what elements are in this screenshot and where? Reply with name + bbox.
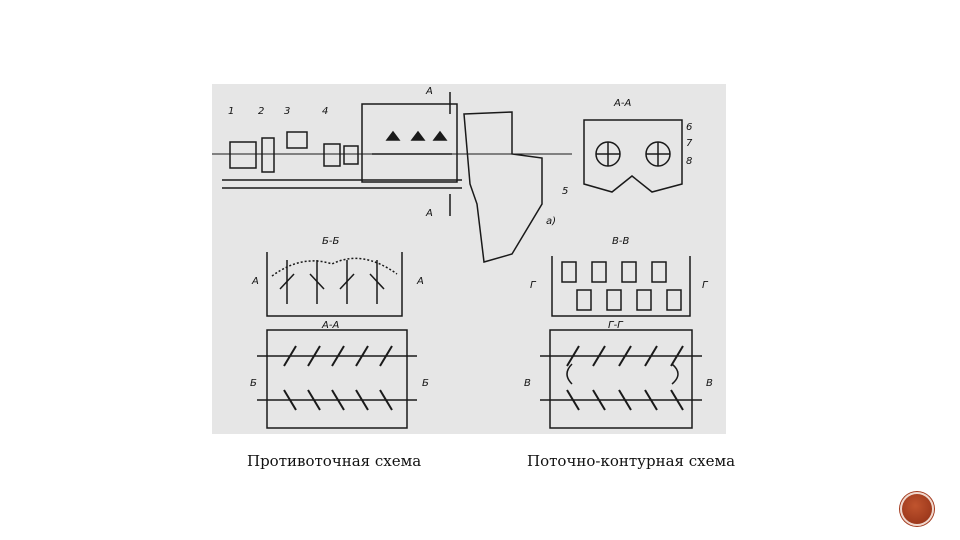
plan-a-a-trough [266, 329, 408, 429]
plan-g-g-trough [549, 329, 693, 429]
cut-letter-a-right: А [416, 276, 424, 287]
cut-letter-v-left: В [524, 378, 531, 389]
section-label-mid-left: Б-Б [322, 236, 339, 247]
section-b-b-trough [266, 252, 403, 317]
cut-letter-a-left: А [251, 276, 259, 287]
part-number-4: 4 [322, 106, 328, 117]
paddles-plan-g-g [566, 345, 684, 411]
part-number-5: 5 [562, 186, 568, 197]
paddles-v-v [561, 261, 682, 311]
part-number-8: 8 [686, 156, 692, 167]
cut-letter-a-top: А [425, 86, 433, 97]
part-number-7: 7 [686, 138, 693, 149]
section-label-mid-right: В-В [612, 236, 629, 247]
coupling [323, 143, 341, 167]
cut-letter-v-right: В [706, 378, 713, 389]
section-v-v-trough [551, 256, 691, 317]
part-number-2: 2 [258, 106, 264, 117]
page-number-badge [900, 492, 934, 526]
clutch [286, 131, 308, 149]
gearbox [261, 137, 275, 173]
motor [229, 141, 257, 169]
mixer-schematic-drawing: 1 2 3 4 5 6 7 8 А-А Б-Б В-В А-А Г-Г а) А… [212, 86, 713, 429]
flow-contour-arrow [566, 363, 573, 385]
variant-label: а) [546, 216, 556, 227]
section-label-low-left: А-А [321, 320, 339, 331]
caption-flow-contour-scheme: Поточно-контурная схема [527, 452, 736, 470]
part-number-1: 1 [228, 106, 234, 117]
cut-letter-g-left: Г [530, 280, 537, 291]
section-label-low-right: Г-Г [608, 320, 624, 331]
cut-letter-b-right: Б [422, 378, 429, 389]
cut-letter-b-left: Б [250, 378, 257, 389]
section-a-a-trough [583, 119, 683, 193]
section-label-top-right: А-А [613, 98, 631, 109]
part-number-6: 6 [686, 122, 692, 133]
caption-countercurrent-scheme: Противоточная схема [247, 452, 422, 470]
part-number-3: 3 [284, 106, 290, 117]
cut-letter-g-right: Г [702, 280, 709, 291]
trough-body [361, 103, 458, 183]
paddles-b-b [279, 260, 385, 304]
paddles-plan-a-a [283, 345, 393, 411]
discharge-chute [463, 111, 543, 263]
cut-letter-a-bottom: А [425, 208, 433, 219]
mixer-schematic-figure: 1 2 3 4 5 6 7 8 А-А Б-Б В-В А-А Г-Г а) А… [212, 84, 726, 434]
